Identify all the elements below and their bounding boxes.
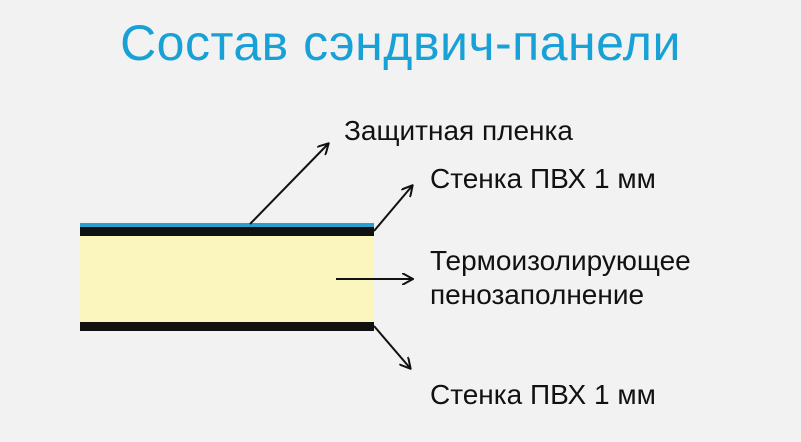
protective-film-layer bbox=[80, 223, 374, 227]
label-pvc-wall-bottom: Стенка ПВХ 1 мм bbox=[430, 379, 656, 410]
foam-core-layer bbox=[80, 235, 374, 323]
arrow-wall-top bbox=[373, 186, 412, 232]
arrow-wall-bottom bbox=[373, 325, 410, 368]
pvc-wall-top-layer bbox=[80, 227, 374, 236]
label-foam-filling: Термоизолирующее пенозаполнение bbox=[430, 244, 691, 312]
label-foam-line1: Термоизолирующее bbox=[430, 245, 691, 276]
pvc-wall-bottom-layer bbox=[80, 322, 374, 331]
label-protective-film: Защитная пленка bbox=[344, 115, 573, 146]
label-pvc-wall-top: Стенка ПВХ 1 мм bbox=[430, 163, 656, 194]
arrow-protective-film bbox=[249, 144, 328, 225]
page-title: Состав сэндвич-панели bbox=[120, 15, 681, 71]
label-foam-line2: пенозаполнение bbox=[430, 279, 645, 310]
